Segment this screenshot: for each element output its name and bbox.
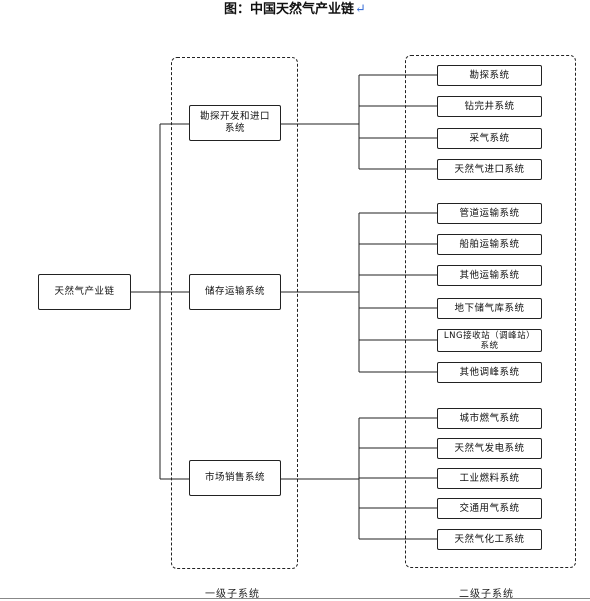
level2-node: 交通用气系统: [437, 498, 542, 519]
level1-node-storage-transport: 储存运输系统: [189, 274, 281, 310]
level1-node-market-sales: 市场销售系统: [189, 460, 281, 496]
level1-caption: 一级子系统: [205, 589, 260, 600]
bottom-divider: [0, 598, 590, 599]
root-node: 天然气产业链: [38, 274, 131, 310]
level2-node: 其他运输系统: [437, 265, 542, 286]
level2-node: 其他调峰系统: [437, 362, 542, 383]
level2-node: 天然气进口系统: [437, 159, 542, 180]
level2-node: 采气系统: [437, 128, 542, 149]
level2-node: 地下储气库系统: [437, 298, 542, 319]
level2-node: 管道运输系统: [437, 203, 542, 224]
level2-node: 钻完井系统: [437, 96, 542, 117]
level2-node: 天然气化工系统: [437, 529, 542, 550]
return-mark-icon: ↵: [355, 2, 366, 17]
level2-node: 船舶运输系统: [437, 234, 542, 255]
level2-node: 天然气发电系统: [437, 438, 542, 459]
page-title: 图：中国天然气产业链↵: [0, 0, 590, 20]
level2-node: 勘探系统: [437, 65, 542, 86]
level2-node: 城市燃气系统: [437, 408, 542, 429]
level2-node: LNG接收站（调峰站）系统: [437, 329, 542, 352]
title-text: 图：中国天然气产业链: [224, 2, 355, 17]
level2-caption: 二级子系统: [459, 589, 514, 600]
level2-node: 工业燃料系统: [437, 468, 542, 489]
level1-node-exploration: 勘探开发和进口系统: [189, 105, 281, 141]
